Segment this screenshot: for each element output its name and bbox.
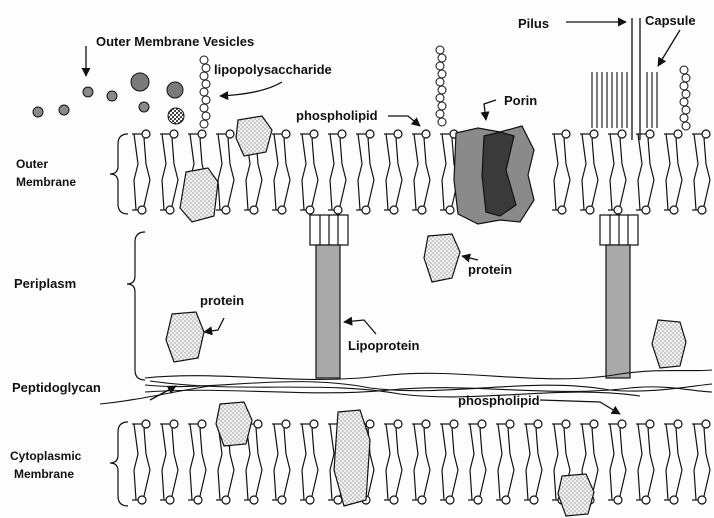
phospholipid-unit [300, 420, 318, 504]
phospholipid-unit [384, 420, 402, 504]
phospholipid-unit [272, 420, 290, 504]
vesicle [139, 102, 149, 112]
pilus [632, 18, 640, 140]
phospholipid-unit [384, 130, 402, 214]
protein-periplasm-left [166, 312, 204, 362]
phospholipid-unit [636, 130, 654, 214]
lps-chain [680, 66, 690, 130]
lipoprotein-shaft [316, 245, 340, 378]
label-phospholipid-bottom: phospholipid [458, 393, 540, 408]
arrow-protein-center [462, 256, 478, 260]
label-periplasm: Periplasm [14, 276, 76, 291]
label-protein-left: protein [200, 293, 244, 308]
label-phospholipid-top: phospholipid [296, 108, 378, 123]
phospholipid-unit [580, 130, 598, 214]
lps-chain [436, 46, 446, 126]
vesicle [167, 82, 183, 98]
phospholipid-unit [188, 420, 206, 504]
arrow-capsule [658, 30, 680, 66]
phospholipid-unit [272, 130, 290, 214]
label-pilus: Pilus [518, 16, 549, 31]
phospholipid-unit [216, 130, 234, 214]
brace-cytoplasmic [110, 422, 128, 506]
phospholipid-unit [132, 420, 150, 504]
phospholipid-unit [664, 130, 682, 214]
phospholipid-unit [412, 130, 430, 214]
label-outer-membrane-vesicles: Outer Membrane Vesicles [96, 34, 254, 49]
protein-outer-membrane-2 [180, 168, 218, 222]
phospholipid-unit [412, 420, 430, 504]
label-cytoplasmic-line2: Membrane [14, 467, 74, 481]
phospholipid-unit [132, 130, 150, 214]
vesicle [83, 87, 93, 97]
phospholipid-unit [300, 130, 318, 214]
arrow-lipoprotein [344, 320, 376, 334]
arrow-porin [484, 100, 496, 120]
lipoprotein-anchor-left [310, 215, 348, 378]
arrow-phospholipid-top [388, 116, 420, 126]
vesicle [107, 91, 117, 101]
label-protein-center: protein [468, 262, 512, 277]
phospholipid-unit [356, 130, 374, 214]
label-outer-membrane-line1: Outer [16, 157, 48, 171]
lipoprotein-shaft [606, 245, 630, 378]
lps-chain [200, 56, 210, 128]
phospholipid-unit [608, 130, 626, 214]
protein-cyto-1 [216, 402, 252, 446]
label-lipoprotein: Lipoprotein [348, 338, 420, 353]
outer-membrane-bilayer [132, 130, 710, 214]
brace-outer-membrane [110, 134, 128, 214]
label-porin: Porin [504, 93, 537, 108]
phospholipid-unit [160, 130, 178, 214]
phospholipid-unit [468, 420, 486, 504]
porin [454, 126, 534, 224]
label-capsule: Capsule [645, 13, 696, 28]
phospholipid-unit [692, 130, 710, 214]
phospholipid-unit [664, 420, 682, 504]
label-peptidoglycan: Peptidoglycan [12, 380, 101, 395]
capsule [592, 72, 657, 128]
vesicle [33, 107, 43, 117]
phospholipid-unit [440, 420, 458, 504]
phospholipid-unit [552, 130, 570, 214]
region-braces [110, 134, 145, 506]
phospholipid-unit [636, 420, 654, 504]
arrow-protein-left [204, 318, 224, 332]
protein-cyto-3 [558, 474, 594, 516]
vesicle [131, 73, 149, 91]
phospholipid-unit [692, 420, 710, 504]
phospholipid-unit [328, 130, 346, 214]
protein-periplasm-right [652, 320, 686, 368]
label-outer-membrane-line2: Membrane [16, 175, 76, 189]
protein-outer-membrane-1 [236, 116, 272, 156]
protein-cyto-2 [334, 410, 370, 506]
vesicle [168, 108, 184, 124]
brace-periplasm [127, 232, 145, 380]
protein-periplasm-center [424, 234, 460, 282]
outer-membrane-vesicles [33, 73, 184, 124]
phospholipid-unit [160, 420, 178, 504]
label-lipopolysaccharide: lipopolysaccharide [214, 62, 332, 77]
phospholipid-unit [608, 420, 626, 504]
phospholipid-unit [496, 420, 514, 504]
arrow-phospholipid-bottom [540, 400, 620, 414]
label-cytoplasmic-line1: Cytoplasmic [10, 449, 82, 463]
vesicle [59, 105, 69, 115]
arrow-lps [220, 82, 282, 96]
lipoprotein-anchor-right [600, 215, 638, 378]
phospholipid-unit [524, 420, 542, 504]
